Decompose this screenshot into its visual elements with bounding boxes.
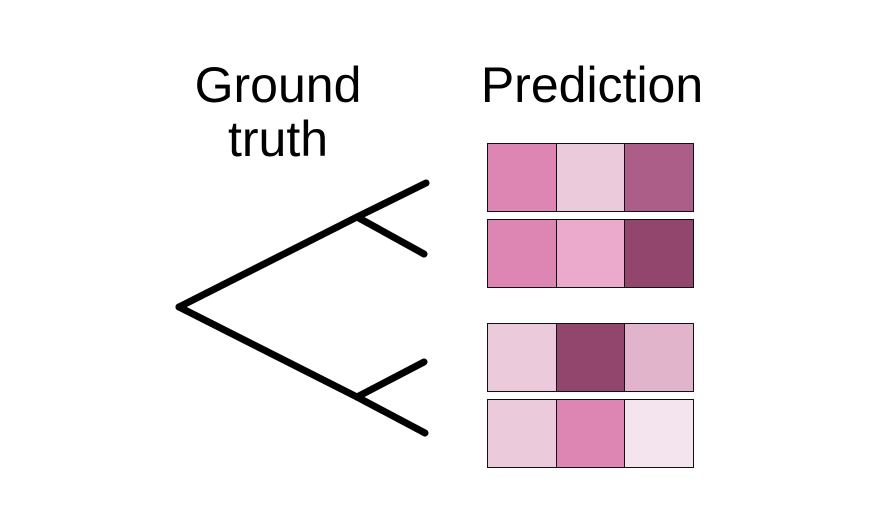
- prediction-cell: [556, 220, 626, 287]
- prediction-cell: [556, 400, 626, 467]
- prediction-cell: [625, 144, 694, 211]
- prediction-row-1: [487, 143, 694, 212]
- upper-node-bottom-leaf: [353, 213, 428, 258]
- prediction-cell: [488, 324, 557, 391]
- prediction-heading: Prediction: [480, 57, 704, 113]
- tree-branches: [175, 179, 430, 437]
- root-upper-branch: [175, 213, 361, 311]
- prediction-row-4: [487, 399, 694, 468]
- lower-node-bottom-leaf: [353, 393, 429, 437]
- prediction-cell: [488, 144, 557, 211]
- prediction-row-3: [487, 323, 694, 392]
- prediction-cell: [488, 400, 557, 467]
- prediction-cell: [488, 220, 557, 287]
- prediction-cell: [556, 144, 626, 211]
- ground-truth-heading: Ground truth: [194, 57, 362, 167]
- lower-node-top-leaf: [353, 358, 428, 401]
- prediction-cell: [625, 324, 694, 391]
- prediction-cell: [556, 324, 626, 391]
- prediction-row-2: [487, 219, 694, 288]
- prediction-cell: [625, 220, 694, 287]
- root-lower-branch: [175, 303, 361, 401]
- prediction-cell: [625, 400, 694, 467]
- upper-node-top-leaf: [353, 179, 430, 221]
